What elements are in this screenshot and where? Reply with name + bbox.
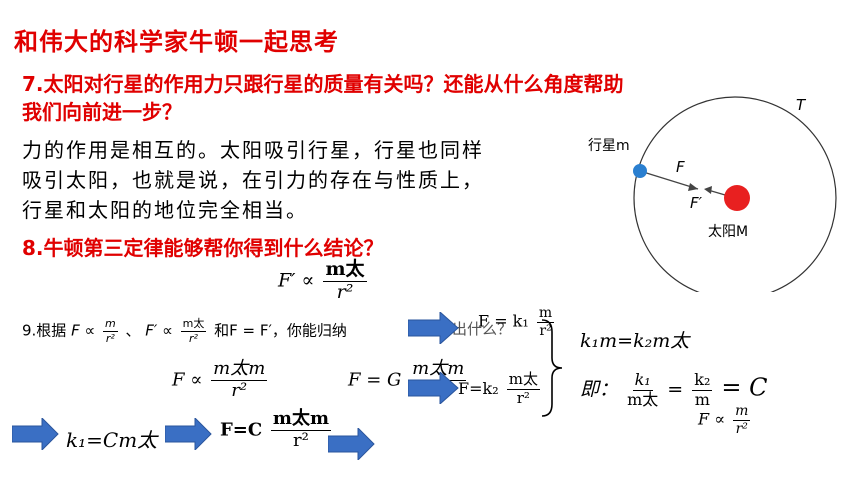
formula-k2-den: r² — [516, 388, 530, 407]
answer-7-line1: 力的作用是相互的。太阳吸引行星，行星也同样 — [22, 138, 484, 162]
formula-k1-cm: k₁=Cm太 — [66, 428, 158, 452]
formula-k2-label: F=k₂ — [458, 378, 499, 398]
formula-prop-fraction: m太m r² — [211, 358, 268, 401]
force-line — [639, 170, 699, 190]
ji-fraction-1: k₁ m太 — [627, 370, 659, 409]
planet-icon — [633, 164, 647, 178]
formula-fc: F=C m太m r² — [220, 408, 334, 451]
formula-f3: F ∝ m r² — [698, 404, 753, 436]
formula-f3-num: m — [733, 403, 751, 421]
formula-fprime-den: r² — [336, 280, 354, 303]
planet-label: 行星m — [588, 138, 630, 154]
formula-ji: 即： k₁ m太 = k₂ m = C — [580, 370, 768, 409]
arrow-icon — [12, 418, 59, 450]
formula-fc-lhs: F=C — [220, 419, 263, 441]
q9-k1-num: m — [536, 305, 555, 323]
force-prime-label: F′ — [690, 194, 703, 212]
ji-fraction-2-num: k₂ — [692, 370, 713, 391]
ji-fraction-2: k₂ m — [692, 370, 713, 409]
formula-prop-lhs: F ∝ — [172, 369, 203, 391]
arrow-icon — [328, 428, 375, 460]
formula-k2-fraction: m太 r² — [506, 370, 540, 407]
formula-gravity-lhs: F = G — [348, 369, 402, 391]
ji-fraction-2-den: m — [694, 389, 710, 409]
question-8: 8.牛顿第三定律能够帮你得到什么结论？ — [22, 236, 384, 260]
formula-fprime-num: m太 — [323, 258, 367, 282]
formula-k1m-k2m: k₁m=k₂m太 — [580, 330, 690, 352]
q9-prefix: 9.根据 — [22, 321, 67, 340]
formula-fc-fraction: m太m r² — [270, 408, 332, 451]
q9-k1-den: r² — [539, 322, 552, 339]
ji-constant: = C — [721, 373, 768, 402]
force-arrowhead-icon — [688, 183, 698, 191]
q9-f2: F′ ∝ — [145, 321, 173, 340]
q9-hidden-text: 出什么？ — [452, 320, 513, 338]
q9-f1-den: r² — [105, 331, 115, 345]
ji-fraction-1-den: m太 — [627, 389, 659, 409]
formula-f3-lhs: F ∝ — [698, 409, 726, 429]
answer-7-line2: 吸引太阳，也就是说，在引力的存在与性质上， — [22, 168, 484, 192]
q9-and: 和F = F′，你能归纳 — [214, 321, 347, 340]
period-label: T — [796, 96, 807, 114]
arrow-icon — [165, 418, 212, 450]
question-9: 9.根据 F ∝ m r² 、 F′ ∝ m太 r² 和F = F′，你能归纳 — [22, 318, 347, 344]
formula-fprime: F′ ∝ m太 r² — [278, 258, 370, 303]
ji-label: 即： — [580, 378, 619, 401]
arrow-icon — [408, 372, 459, 404]
q9-f2-fraction: m太 r² — [180, 317, 207, 345]
formula-k2-num: m太 — [506, 370, 540, 390]
q9-f2-num: m太 — [180, 317, 207, 332]
formula-fprime-lhs: F′ ∝ — [278, 269, 315, 292]
page-title: 和伟大的科学家牛顿一起思考 — [14, 28, 339, 56]
q9-k1-fraction: m r² — [536, 305, 555, 339]
formula-fc-num: m太m — [270, 408, 332, 431]
force-prime-arrowhead-icon — [704, 186, 712, 194]
answer-7-line3: 行星和太阳的地位完全相当。 — [22, 198, 308, 222]
formula-prop-num: m太m — [211, 358, 268, 381]
q9-f1-num: m — [103, 317, 118, 332]
orbit-circle — [633, 96, 837, 292]
arrow-icon — [408, 312, 459, 344]
ji-eq: = — [667, 378, 684, 401]
curly-brace — [541, 319, 563, 417]
formula-prop-den: r² — [231, 379, 248, 401]
formula-f3-den: r² — [735, 420, 748, 437]
q9-f1-fraction: m r² — [103, 318, 118, 344]
force-label: F — [676, 158, 685, 176]
formula-f3-fraction: m r² — [733, 403, 751, 437]
q9-k1-label: F = k₁ — [478, 311, 529, 331]
question-7-line2: 我们向前进一步？ — [22, 100, 182, 124]
q9-sep: 、 — [125, 321, 141, 340]
question-7-line1: 7.太阳对行星的作用力只跟行星的质量有关吗？还能从什么角度帮助 — [22, 72, 624, 96]
q9-f2-den: r² — [189, 331, 198, 345]
orbit-diagram: T 行星m F F′ 太阳M — [588, 96, 837, 292]
q9-f1: F ∝ — [71, 321, 96, 340]
sun-label: 太阳M — [708, 224, 748, 240]
formula-fc-den: r² — [293, 429, 309, 451]
formula-fprime-fraction: m太 r² — [323, 258, 367, 303]
sun-icon — [724, 185, 750, 211]
ji-fraction-1-num: k₁ — [632, 370, 653, 391]
formula-prop: F ∝ m太m r² — [172, 358, 270, 401]
q9-k1-formula: F = k₁ m r² — [478, 306, 557, 338]
formula-k2: F=k₂ m太 r² — [458, 370, 543, 407]
